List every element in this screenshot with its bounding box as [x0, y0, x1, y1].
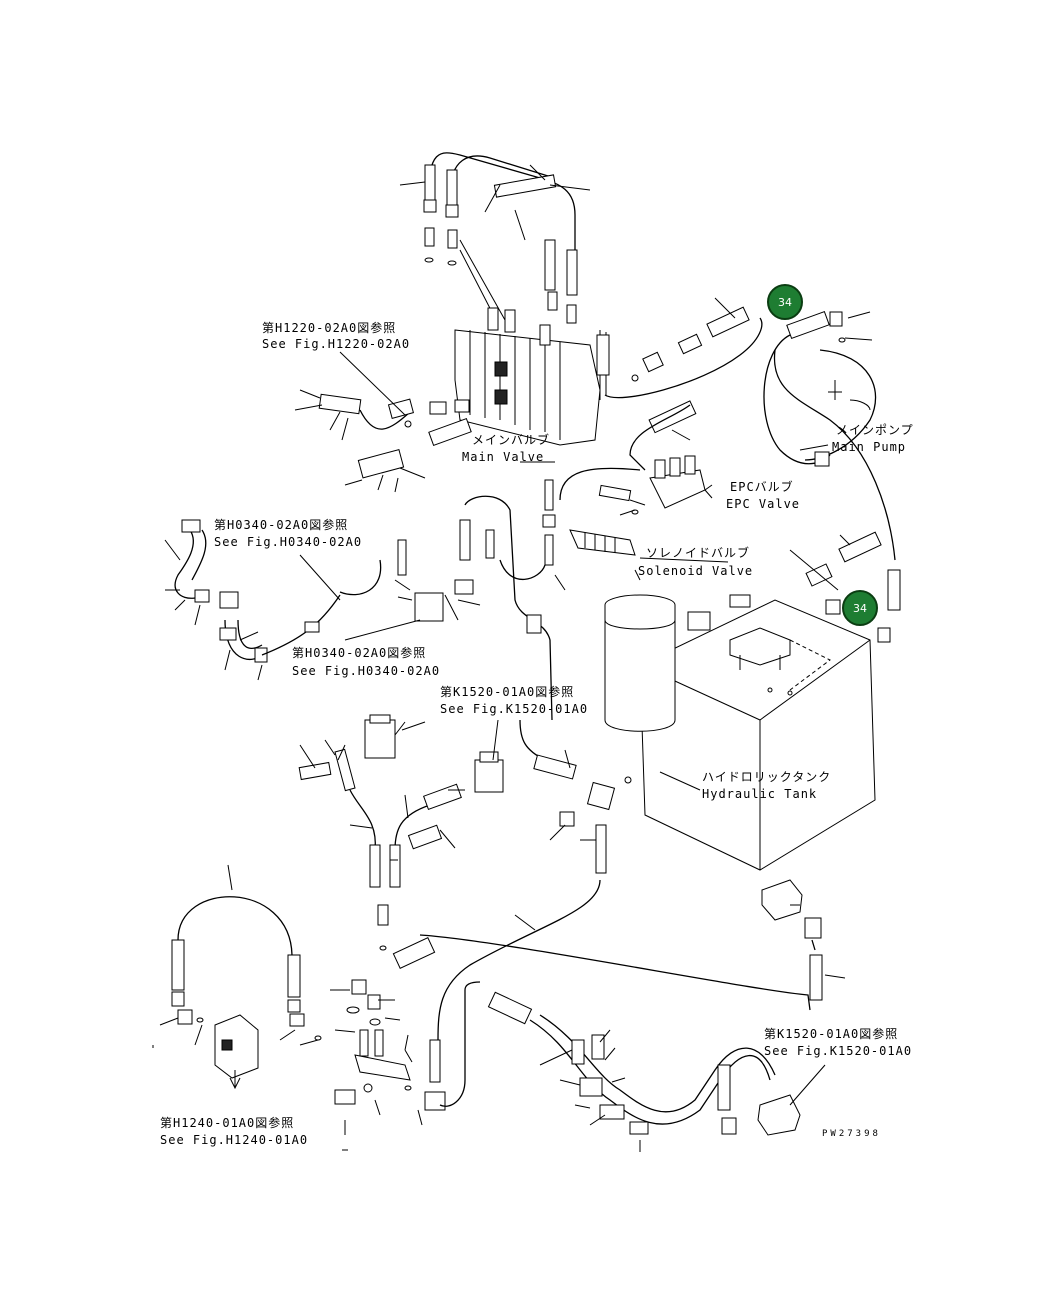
leader-lines [299, 351, 829, 791]
ref-k1520-a-en: See Fig.K1520-01A0 [440, 702, 588, 716]
filters [298, 714, 504, 793]
callout-badge: 34 [767, 284, 803, 320]
main-valve-drawing [454, 307, 610, 446]
callout-circle [767, 284, 803, 320]
ref-h1240-en: See Fig.H1240-01A0 [160, 1133, 308, 1147]
right-return-line [789, 531, 901, 643]
lower-right-assembly [487, 879, 846, 1152]
center-pipes [349, 719, 661, 1041]
top-hose-assembly [399, 152, 591, 324]
ref-h0340-b-en: See Fig.H0340-02A0 [292, 664, 440, 678]
hydraulic-tank-en: Hydraulic Tank [702, 787, 817, 801]
callout-number: 34 [778, 296, 792, 309]
reference-labels: 第H1220-02A0図参照 See Fig.H1220-02A0 メインバルブ… [160, 320, 914, 1147]
hydraulic-tank-jp: ハイドロリックタンク [702, 770, 831, 784]
hydraulic-tank-drawing [604, 594, 876, 871]
callout-circle [842, 590, 878, 626]
callout-badge: 34 [842, 590, 878, 626]
ref-h1220-en: See Fig.H1220-02A0 [262, 337, 410, 351]
solenoid-valve-jp: ソレノイドバルブ [646, 545, 750, 560]
epc-valve-drawing [559, 455, 713, 516]
ref-h1240-jp: 第H1240-01A0図参照 [160, 1115, 294, 1130]
ref-h0340-b-jp: 第H0340-02A0図参照 [292, 645, 426, 660]
epc-valve-jp: EPCバルブ [730, 479, 794, 494]
main-valve-en: Main Valve [462, 450, 544, 464]
main-pump-jp: メインポンプ [836, 423, 914, 437]
ref-k1520-b-en: See Fig.K1520-01A0 [764, 1044, 912, 1058]
left-pipes [294, 389, 472, 493]
lower-left-loop [152, 864, 322, 1090]
drawing-number: PW27398 [822, 1129, 881, 1139]
ref-h0340-a-en: See Fig.H0340-02A0 [214, 535, 362, 549]
pump-line [604, 297, 873, 471]
solenoid-valve-en: Solenoid Valve [638, 564, 753, 578]
ref-h0340-a-jp: 第H0340-02A0図参照 [214, 517, 348, 532]
epc-valve-en: EPC Valve [726, 497, 800, 511]
ref-h1220-jp: 第H1220-02A0図参照 [262, 320, 396, 335]
solenoid-valve-drawing [499, 479, 641, 591]
callout-number: 34 [853, 602, 867, 615]
main-pump-en: Main Pump [832, 440, 906, 454]
main-pump-drawing [763, 334, 896, 561]
left-hose-system [164, 519, 341, 681]
center-left-hoses [339, 495, 553, 721]
main-valve-jp: メインバルブ [472, 432, 550, 447]
ref-k1520-a-jp: 第K1520-01A0図参照 [440, 684, 574, 699]
lower-center-manifold [330, 904, 811, 1151]
ref-k1520-b-jp: 第K1520-01A0図参照 [764, 1026, 898, 1041]
